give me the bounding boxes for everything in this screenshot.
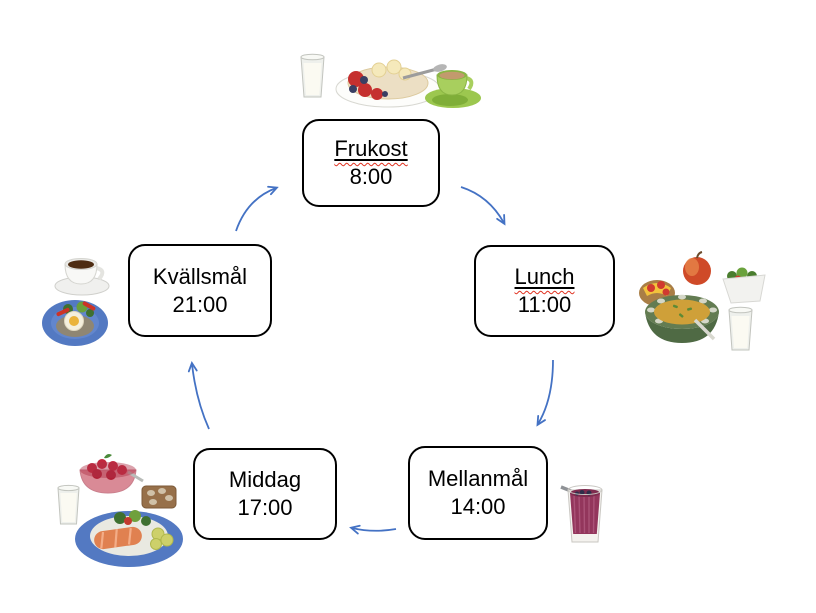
- meal-name: Middag: [228, 467, 302, 492]
- meal-time: 17:00: [237, 495, 293, 520]
- arrow-middag-to-kvallsmal: [192, 364, 210, 430]
- meal-time: 8:00: [349, 164, 393, 189]
- arrow-mellanmal-to-middag: [352, 528, 397, 531]
- tea-cup-icon: [54, 258, 110, 296]
- green-coffee-cup-icon: [425, 70, 481, 108]
- egg-sandwich-plate-icon: [42, 300, 108, 346]
- meal-node-mellanmal: Mellanmål 14:00: [408, 446, 548, 540]
- meal-node-lunch: Lunch 11:00: [474, 245, 615, 337]
- evening-foods-image: [42, 258, 110, 346]
- lunch-foods-image: [639, 251, 766, 351]
- snack-foods-image: [560, 485, 603, 543]
- breakfast-foods-image: [300, 53, 481, 108]
- meal-name: Mellanmål: [427, 466, 529, 491]
- porridge-berries-plate-icon: [335, 59, 447, 108]
- arrow-lunch-to-mellanmal: [538, 359, 554, 424]
- salad-bowl-icon: [722, 267, 766, 304]
- dinner-foods-image: [57, 454, 183, 567]
- meal-time: 14:00: [450, 494, 506, 519]
- crispbread-icon: [141, 485, 177, 509]
- milk-glass-icon: [300, 53, 325, 98]
- meal-name: Lunch: [514, 264, 575, 289]
- arrow-kvallsmal-to-frukost: [235, 188, 276, 232]
- meal-node-kvallsmal: Kvällsmål 21:00: [128, 244, 272, 337]
- soup-bowl-icon: [645, 294, 719, 343]
- berry-smoothie-glass-icon: [560, 485, 603, 543]
- meal-node-middag: Middag 17:00: [193, 448, 337, 540]
- arrow-frukost-to-lunch: [460, 186, 504, 223]
- meal-time: 21:00: [172, 291, 228, 317]
- apple-icon: [683, 251, 711, 285]
- raspberry-dessert-bowl-icon: [79, 454, 144, 494]
- salmon-potatoes-plate-icon: [75, 510, 183, 567]
- milk-glass-icon: [728, 306, 753, 351]
- meal-time: 11:00: [517, 292, 572, 317]
- meal-node-frukost: Frukost 8:00: [302, 119, 440, 207]
- meal-name: Kvällsmål: [152, 263, 248, 289]
- milk-glass-icon: [57, 484, 80, 525]
- meal-name: Frukost: [334, 136, 408, 161]
